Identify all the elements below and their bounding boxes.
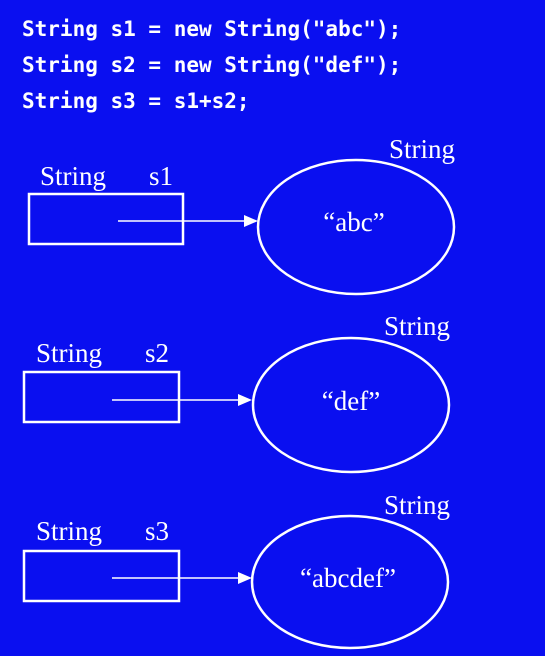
- object-type-label: String: [384, 311, 450, 341]
- arrow-head: [238, 572, 252, 584]
- variable-type-label: String: [36, 338, 102, 368]
- code-line-1: String s1 = new String("abc");: [22, 17, 401, 41]
- object-type-label: String: [389, 134, 455, 164]
- object-type-label: String: [384, 490, 450, 520]
- variable-type-label: String: [40, 161, 106, 191]
- string-object-ellipse: [251, 336, 451, 474]
- arrow-head: [244, 215, 258, 227]
- variable-name-label: s3: [145, 516, 169, 546]
- code-line-2: String s2 = new String("def");: [22, 53, 401, 77]
- string-object-value: “abcdef”: [300, 563, 396, 593]
- variable-type-label: String: [36, 516, 102, 546]
- code-listing: String s1 = new String("abc"); String s2…: [22, 17, 401, 113]
- variable-name-label: s1: [149, 161, 173, 191]
- variable-name-label: s2: [145, 338, 169, 368]
- reference-group-s2: String s2 String “def”: [22, 311, 451, 474]
- code-line-3: String s3 = s1+s2;: [22, 89, 250, 113]
- reference-box: [22, 370, 181, 424]
- string-object-ellipse: [250, 514, 450, 650]
- reference-group-s1: String s1 String “abc”: [27, 134, 456, 296]
- string-object-value: “abc”: [323, 207, 384, 237]
- string-object-ellipse: [256, 158, 456, 296]
- string-object-value: “def”: [322, 386, 380, 416]
- reference-box: [22, 549, 181, 603]
- arrow-head: [238, 394, 252, 406]
- reference-box: [27, 192, 185, 246]
- reference-group-s3: String s3 String “abcdef”: [22, 490, 450, 650]
